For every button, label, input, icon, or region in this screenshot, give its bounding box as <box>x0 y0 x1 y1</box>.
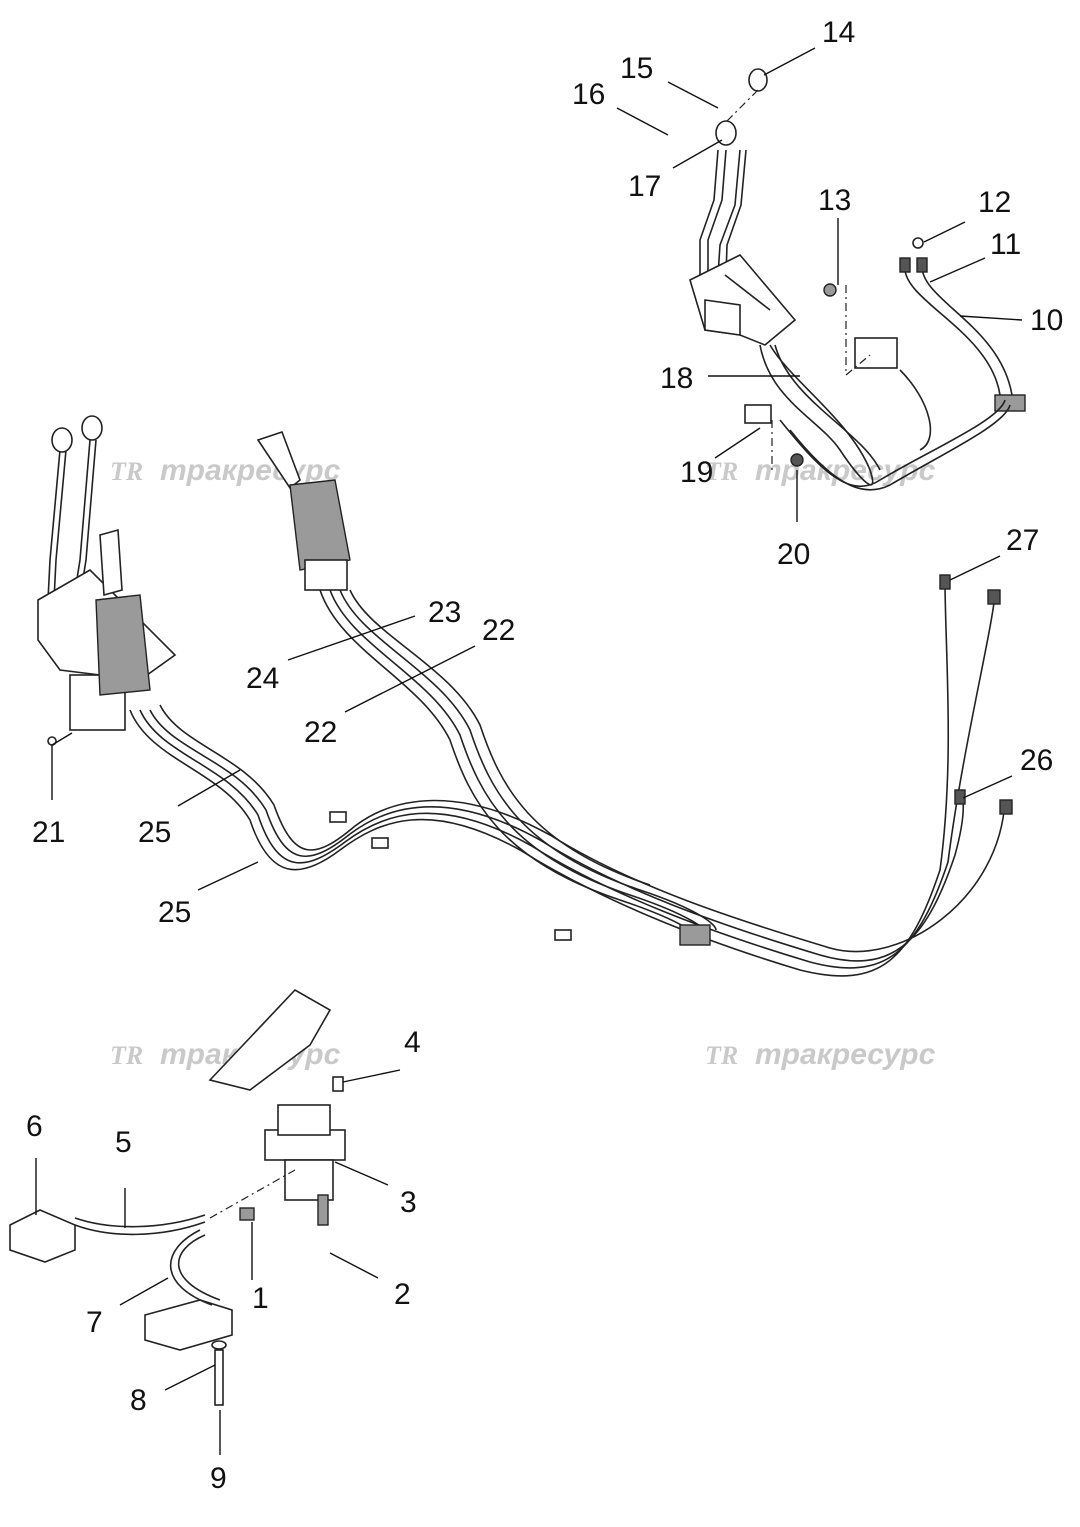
watermark-text: тракресурс <box>755 454 936 487</box>
nut-13 <box>823 283 837 297</box>
fitting-12 <box>912 237 924 249</box>
callout-labels: 1 2 3 4 5 6 7 8 9 10 11 12 13 14 15 16 1… <box>26 16 1063 1495</box>
callout-5: 5 <box>115 1126 132 1159</box>
callout-2: 2 <box>394 1278 411 1311</box>
clamp <box>554 929 572 941</box>
callout-26: 26 <box>1020 744 1053 777</box>
hose-5 <box>74 1214 206 1228</box>
lever-knob-left-2 <box>81 415 103 441</box>
middle-assembly <box>37 415 1013 977</box>
watermark-text: тракресурс <box>755 1038 936 1071</box>
clamp <box>329 811 347 823</box>
joystick-boot-right <box>289 479 351 571</box>
callout-20: 20 <box>777 538 810 571</box>
hose-23 <box>329 589 709 936</box>
top-right-assembly <box>689 68 1026 491</box>
hose-22 <box>319 589 701 941</box>
callout-14: 14 <box>822 16 855 49</box>
callout-6: 6 <box>26 1110 43 1143</box>
hose-10 <box>904 264 1001 396</box>
knob-17 <box>715 120 737 146</box>
bottom-assembly <box>9 988 346 1406</box>
watermark-logo: TR <box>110 457 143 486</box>
lever-rod-left <box>699 149 719 280</box>
callout-21: 21 <box>32 816 65 849</box>
valve-block-right <box>854 337 898 369</box>
hose-24 <box>339 589 717 931</box>
callout-27: 27 <box>1006 524 1039 557</box>
callout-4: 4 <box>404 1026 421 1059</box>
callout-13: 13 <box>818 184 851 217</box>
leader-lines <box>35 47 1023 1455</box>
callout-8: 8 <box>130 1384 147 1417</box>
watermark-logo: TR <box>110 1041 143 1070</box>
callout-19: 19 <box>680 456 713 489</box>
lever-knob-left-1 <box>51 427 73 453</box>
hose-harness-2 <box>139 594 996 969</box>
joystick-handle-right <box>256 430 301 490</box>
joystick-base-right <box>304 559 348 591</box>
callout-1: 1 <box>252 1282 269 1315</box>
connector-10 <box>994 394 1026 412</box>
callout-24: 24 <box>246 662 279 695</box>
callout-22-upper: 22 <box>482 614 515 647</box>
watermark-logo: TR <box>705 1041 738 1070</box>
hose-harness-26 <box>159 704 1006 953</box>
pedal <box>208 988 332 1091</box>
hose-18 <box>759 344 874 486</box>
fitting-2 <box>317 1194 329 1226</box>
callout-25-lower: 25 <box>158 896 191 929</box>
callout-12: 12 <box>978 186 1011 219</box>
callout-17: 17 <box>628 170 661 203</box>
callout-9: 9 <box>210 1462 227 1495</box>
valve-body-3 <box>284 1159 334 1201</box>
callout-18: 18 <box>660 362 693 395</box>
watermark-1: TR тракресурс <box>110 454 341 487</box>
watermark-2: TR тракресурс <box>705 454 936 487</box>
watermark-4: TR тракресурс <box>705 1038 936 1071</box>
knob-14 <box>748 68 768 92</box>
callout-3: 3 <box>400 1186 417 1219</box>
watermark-logo: TR <box>705 457 738 486</box>
fitting-cluster <box>679 924 711 946</box>
joystick-handle-left <box>99 528 123 597</box>
callout-11: 11 <box>990 228 1021 261</box>
callout-22-lower: 22 <box>304 716 337 749</box>
valve-block-6 <box>9 1209 76 1263</box>
lever-rod-right <box>717 149 741 276</box>
callout-23: 23 <box>428 596 461 629</box>
valve-block-19 <box>744 404 772 424</box>
lever-left-1 <box>47 449 61 601</box>
bolt-9 <box>214 1349 224 1406</box>
hose-11 <box>921 264 1013 396</box>
clamp <box>371 837 389 849</box>
callout-16: 16 <box>572 78 605 111</box>
lever-left-2 <box>75 439 91 586</box>
callout-25-upper: 25 <box>138 816 171 849</box>
callout-7: 7 <box>86 1306 103 1339</box>
fitting-1 <box>239 1207 255 1221</box>
bolt-4 <box>332 1076 344 1092</box>
hose-harness-1 <box>129 579 950 977</box>
watermark-text: тракресурс <box>160 454 341 487</box>
hose-7 <box>177 1234 221 1301</box>
washer-8 <box>211 1340 227 1350</box>
joystick-boot-left <box>95 594 151 696</box>
nut-20 <box>790 453 804 467</box>
callout-15: 15 <box>620 52 653 85</box>
callout-10: 10 <box>1030 304 1063 337</box>
